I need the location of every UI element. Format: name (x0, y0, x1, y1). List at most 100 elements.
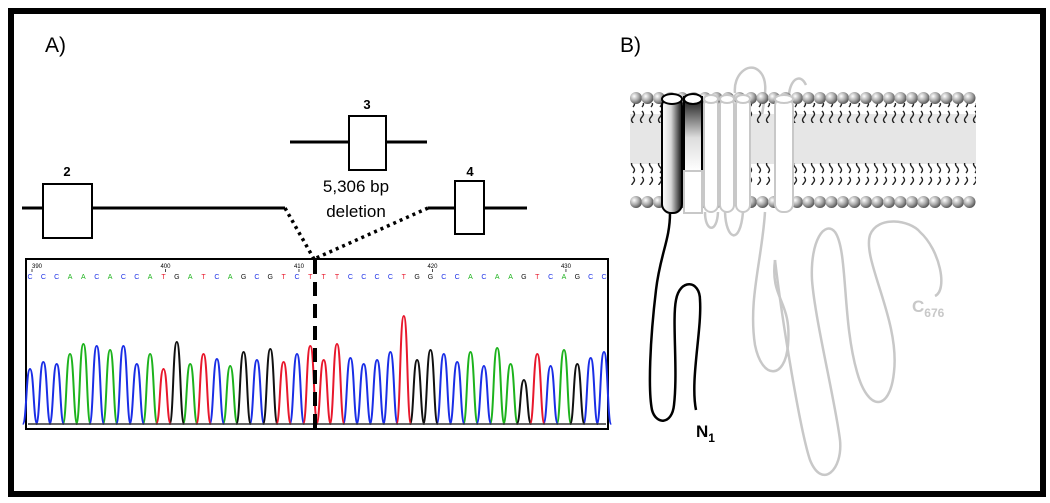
base-call-letter: C (601, 274, 606, 281)
helix-2-deleted-part (683, 170, 703, 214)
phospholipid-head (814, 196, 826, 208)
phospholipid-head (825, 92, 838, 104)
phospholipid-head (952, 196, 964, 208)
phospholipid-head (814, 92, 826, 104)
base-call-letter: T (308, 274, 313, 281)
phospholipid-head (860, 92, 872, 104)
base-call-letter: G (414, 274, 419, 281)
trace-A (61, 342, 573, 425)
base-call-letter: A (228, 274, 233, 281)
exon-2-box (42, 183, 93, 239)
phospholipid-head (883, 196, 895, 208)
phospholipid-head (641, 92, 654, 104)
base-call-letter: C (54, 274, 59, 281)
deleted-loops (703, 66, 943, 476)
deleted-helices (703, 94, 794, 213)
base-call-letter: C (548, 274, 553, 281)
phospholipid-head (906, 196, 918, 208)
helix-1 (661, 96, 683, 214)
base-call-letter: C (441, 274, 446, 281)
helix-1-top (661, 93, 683, 105)
protein-topology: N1 C676 (630, 66, 976, 476)
base-call-letter: C (588, 274, 593, 281)
phospholipid-head (630, 196, 642, 208)
phospholipid-head (883, 92, 895, 104)
phospholipid-head (963, 196, 976, 208)
phospholipid-head (940, 92, 953, 104)
base-call-letter: A (508, 274, 513, 281)
deleted-helix-5-top (735, 94, 751, 104)
phospholipid-head (825, 196, 838, 208)
base-call-letter: G (521, 274, 526, 281)
phospholipid-head (917, 196, 930, 208)
n-terminal-tail (648, 212, 702, 422)
base-call-letter: T (161, 274, 166, 281)
base-call-letter: C (121, 274, 126, 281)
phospholipid-head (630, 92, 642, 104)
n-terminus-label: N1 (696, 422, 715, 445)
deleted-helix-4-top (719, 94, 735, 104)
base-call-letter: G (174, 274, 179, 281)
exon-3-box (348, 115, 387, 171)
phospholipid-head (894, 92, 907, 104)
present-helices (661, 93, 703, 214)
trace-T (155, 314, 546, 425)
base-call-letter: T (535, 274, 540, 281)
helix-2-partial (683, 96, 703, 172)
deleted-intracellular-loop-3 (751, 211, 790, 373)
base-call-letter: T (402, 274, 407, 281)
deleted-helix-3-top (703, 94, 719, 104)
helix-2-top (683, 93, 703, 105)
base-call-letter: C (388, 274, 393, 281)
base-call-letter: C (254, 274, 259, 281)
phospholipid-head (940, 196, 953, 208)
base-call-letter: G (241, 274, 246, 281)
phospholipid-head (837, 196, 849, 208)
phospholipid-head (802, 196, 815, 208)
trace-G (168, 340, 586, 425)
position-tick-label: 410 (294, 264, 305, 270)
phospholipid-head (802, 92, 815, 104)
phospholipid-head (848, 196, 861, 208)
base-call-letter: T (335, 274, 340, 281)
phospholipid-head (756, 196, 769, 208)
gene-diagram (22, 140, 527, 261)
base-call-letter: C (134, 274, 139, 281)
base-call-letter: A (68, 274, 73, 281)
base-call-letter: A (495, 274, 500, 281)
base-call-letter: C (361, 274, 366, 281)
panel-b-label: B) (620, 34, 641, 57)
c-terminus-label: C676 (912, 297, 945, 320)
base-call-letter: A (81, 274, 86, 281)
base-call-letter: T (201, 274, 206, 281)
deleted-helix-5 (735, 97, 751, 213)
base-call-letter: C (27, 274, 32, 281)
exon-2-label: 2 (63, 164, 70, 179)
phospholipid-head (963, 92, 976, 104)
phospholipid-head (641, 196, 654, 208)
phospholipid-head (952, 92, 964, 104)
base-call-letter: C (481, 274, 486, 281)
breakpoint-dots-left (283, 207, 316, 260)
base-call-letter: T (322, 274, 327, 281)
base-call-letter: T (281, 274, 286, 281)
position-tick-label: 390 (32, 264, 43, 270)
phospholipid-head (894, 196, 907, 208)
exon-3-label: 3 (363, 97, 370, 112)
base-call-letter: A (148, 274, 153, 281)
trace-C (21, 344, 613, 425)
exon-4-box (454, 180, 485, 235)
base-call-letter: C (94, 274, 99, 281)
base-call-letter: G (575, 274, 580, 281)
deletion-word-label: deletion (326, 202, 386, 221)
base-call-letter: G (268, 274, 273, 281)
deletion-size-label: 5,306 bp (323, 177, 389, 196)
phospholipid-head (929, 92, 941, 104)
base-call-letter: A (108, 274, 113, 281)
base-call-letter: A (468, 274, 473, 281)
phospholipid-head (860, 196, 872, 208)
position-tick-label: 420 (427, 264, 438, 270)
